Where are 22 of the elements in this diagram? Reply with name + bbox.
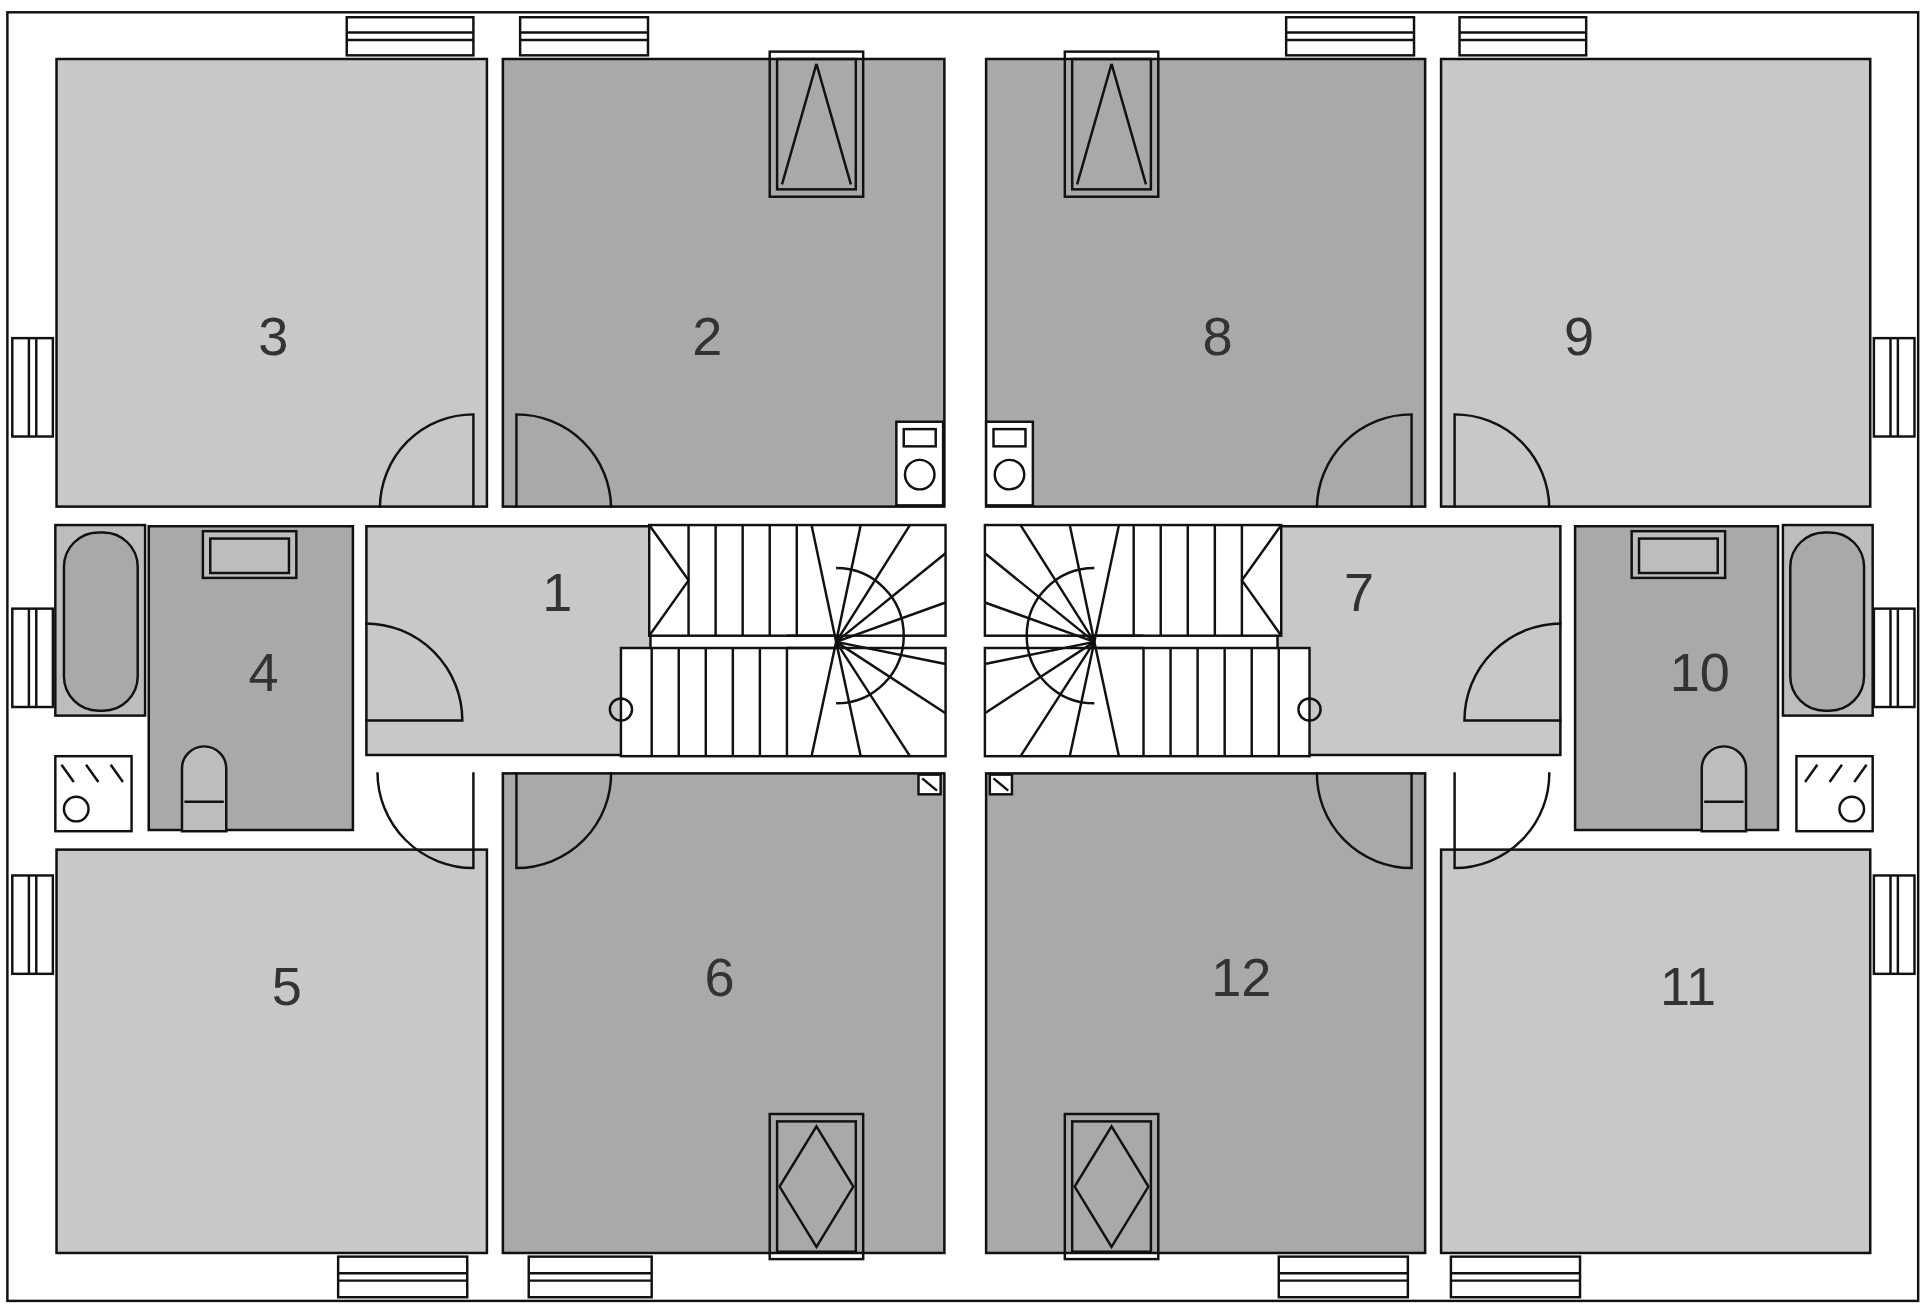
room-number: 2 (692, 309, 723, 364)
room-area (1439, 57, 1872, 508)
room-area (1439, 848, 1872, 1255)
room-area (501, 57, 946, 508)
room-number: 7 (1343, 565, 1375, 620)
room-number: 1 (542, 565, 573, 620)
room-number: 11 (1659, 959, 1717, 1014)
room-area (984, 772, 1427, 1255)
room-area (1276, 525, 1562, 757)
room-area (365, 525, 652, 757)
room-number: 9 (1564, 309, 1595, 364)
room-area (55, 848, 489, 1255)
room-area (984, 57, 1427, 508)
room-area (55, 57, 489, 508)
room-number: 3 (258, 309, 289, 364)
room-number: 12 (1211, 950, 1272, 1005)
room-area (501, 772, 946, 1255)
room-number: 4 (248, 645, 279, 700)
room-number: 10 (1669, 645, 1730, 700)
room-number: 8 (1202, 309, 1233, 364)
room-number: 6 (704, 950, 735, 1005)
room-number: 5 (271, 959, 302, 1014)
